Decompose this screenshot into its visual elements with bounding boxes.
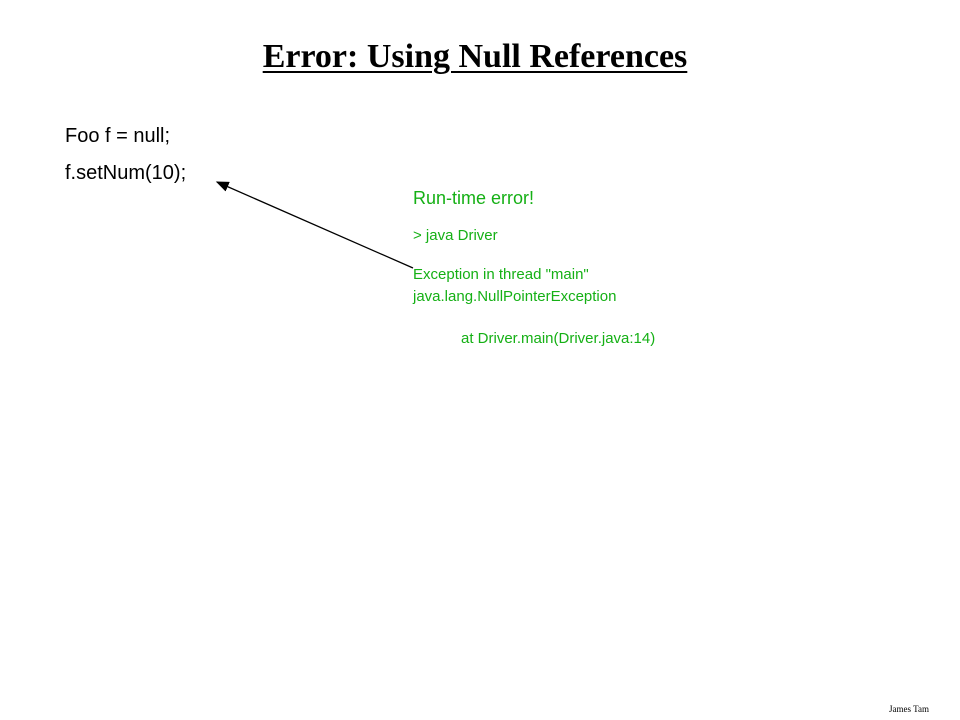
exception-line-2: java.lang.NullPointerException xyxy=(413,288,617,305)
code-line-method-call: f.setNum(10); xyxy=(65,162,187,184)
author-footer: James Tam xyxy=(889,704,929,714)
runtime-error-heading: Run-time error! xyxy=(413,188,535,208)
slide-title: Error: Using Null References xyxy=(262,38,688,75)
exception-line-1: Exception in thread "main" xyxy=(413,266,589,283)
code-line-declaration: Foo f = null; xyxy=(65,125,171,147)
java-command-line: > java Driver xyxy=(413,227,498,244)
stack-trace-line: at Driver.main(Driver.java:14) xyxy=(461,330,656,347)
